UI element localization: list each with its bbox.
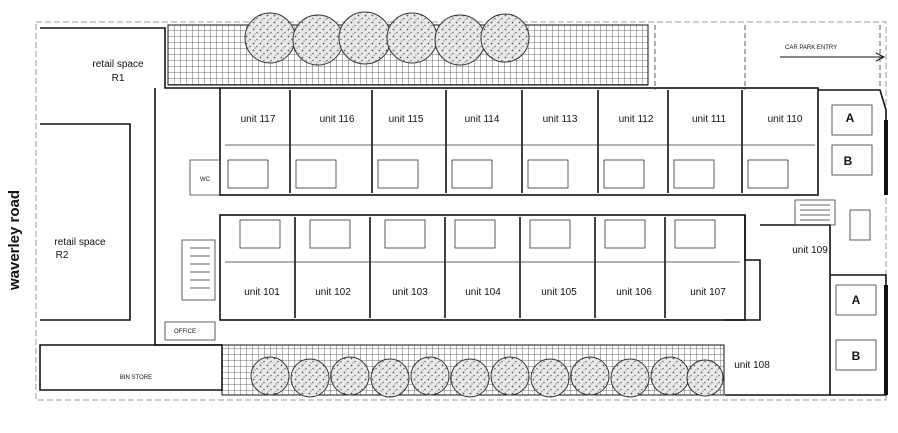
box-a-bottom	[835, 284, 877, 316]
top-bathrooms	[227, 159, 789, 189]
mark-b-top: B	[844, 154, 853, 168]
unit-101-label: unit 101	[244, 287, 280, 298]
unit-103-label: unit 103	[392, 287, 428, 298]
stair-east	[794, 199, 871, 241]
unit-105-label: unit 105	[541, 287, 577, 298]
retail-r2-line2: R2	[56, 250, 69, 261]
unit-115-label: unit 115	[389, 114, 424, 125]
bin-store-label: BIN STORE	[120, 375, 152, 381]
box-b-bottom	[835, 339, 877, 371]
mark-b-bottom: B	[852, 349, 861, 363]
unit-107-label: unit 107	[690, 287, 726, 298]
unit-117-label: unit 117	[241, 114, 276, 125]
mark-a-bottom: A	[852, 293, 861, 307]
unit-106-label: unit 106	[616, 287, 652, 298]
mark-a-top: A	[846, 111, 855, 125]
unit-111-label: unit 111	[692, 114, 727, 125]
unit-114-label: unit 114	[465, 114, 500, 125]
unit-108-label: unit 108	[734, 360, 770, 371]
office-label: OFFICE	[174, 329, 196, 335]
trees-south	[250, 356, 724, 398]
top-unit-dividers	[225, 90, 815, 193]
unit-109-label: unit 109	[792, 245, 828, 256]
retail-r1-line2: R1	[112, 73, 125, 84]
unit-110-label: unit 110	[768, 114, 803, 125]
bottom-bathrooms	[239, 219, 716, 249]
road-label: waverley road	[6, 190, 23, 291]
unit-104-label: unit 104	[465, 287, 501, 298]
building-walls	[39, 27, 887, 396]
unit-116-label: unit 116	[320, 114, 355, 125]
box-b-top	[831, 144, 873, 176]
unit-112-label: unit 112	[619, 114, 654, 125]
retail-r1-line1: retail space	[92, 59, 144, 70]
unit-113-label: unit 113	[543, 114, 578, 125]
box-a-top	[831, 104, 873, 136]
unit-102-label: unit 102	[315, 287, 351, 298]
wc-label: WC	[200, 177, 211, 183]
car-park-entry-label: CAR PARK ENTRY	[785, 45, 837, 51]
retail-r2-line1: retail space	[54, 237, 106, 248]
bottom-unit-dividers	[225, 217, 740, 318]
trees-north	[244, 11, 530, 66]
